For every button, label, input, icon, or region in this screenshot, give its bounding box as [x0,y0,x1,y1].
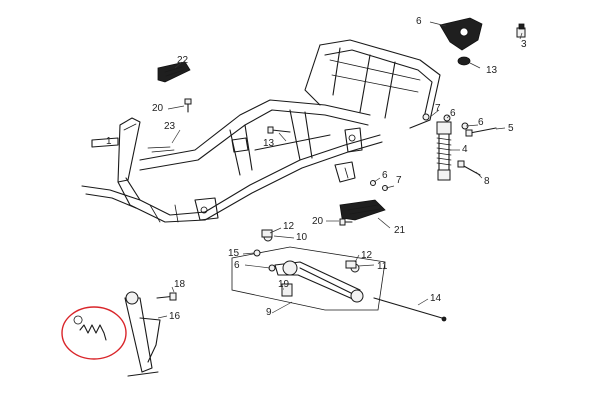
callout-3: 3 [521,39,527,50]
callout-12: 10 [296,232,308,243]
leader-lines [157,21,523,319]
footrest-22 [339,199,386,221]
rod-10 [373,297,447,322]
callout-19: 19 [278,279,290,290]
bolt-5 [465,127,497,137]
callout-15: 13 [263,138,275,149]
wire-23 [147,146,175,153]
callout-1: 1 [106,136,112,147]
callout-10: 14 [430,293,442,304]
bracket-7 [334,161,356,183]
rear-top-bracket [439,17,483,51]
callout-13: 12 [283,221,295,232]
small-washers [370,113,469,191]
spring-17 [73,315,107,341]
callout-7: 7 [435,103,441,114]
callout-16: 16 [169,311,181,322]
callout-5: 5 [508,123,514,134]
callout-13: 12 [361,250,373,261]
bolt-20-lower [339,218,353,226]
main-frame [81,39,441,223]
shock-absorber [436,121,452,181]
side-stand-16 [124,291,161,377]
callout-6: 6 [234,260,240,271]
footrest-21 [157,61,191,83]
callout-18: 18 [174,279,186,290]
callout-6: 6 [478,117,484,128]
callout-12: 11 [377,261,388,272]
bolt-15 [267,126,291,134]
callout-23: 23 [164,121,176,132]
bolt-18 [156,292,177,301]
bolt-20-upper [184,98,192,113]
callout-7: 7 [396,175,402,186]
callout-8: 8 [484,176,490,187]
callout-21: 22 [177,55,189,66]
highlight-circle [61,306,127,360]
grommet-14 [457,56,471,66]
callout-22: 21 [394,225,406,236]
callout-20: 20 [312,216,324,227]
stand-plate-outline [231,246,386,311]
callout-6: 6 [416,16,422,27]
callout-11: 15 [228,248,240,259]
stand-bushings [253,229,360,297]
callout-9: 9 [266,307,272,318]
callout-6: 6 [382,170,388,181]
callout-4: 4 [462,144,468,155]
callout-20: 20 [152,103,164,114]
center-stand [274,260,364,303]
callout-14: 13 [486,65,498,76]
callout-6: 6 [450,108,456,119]
